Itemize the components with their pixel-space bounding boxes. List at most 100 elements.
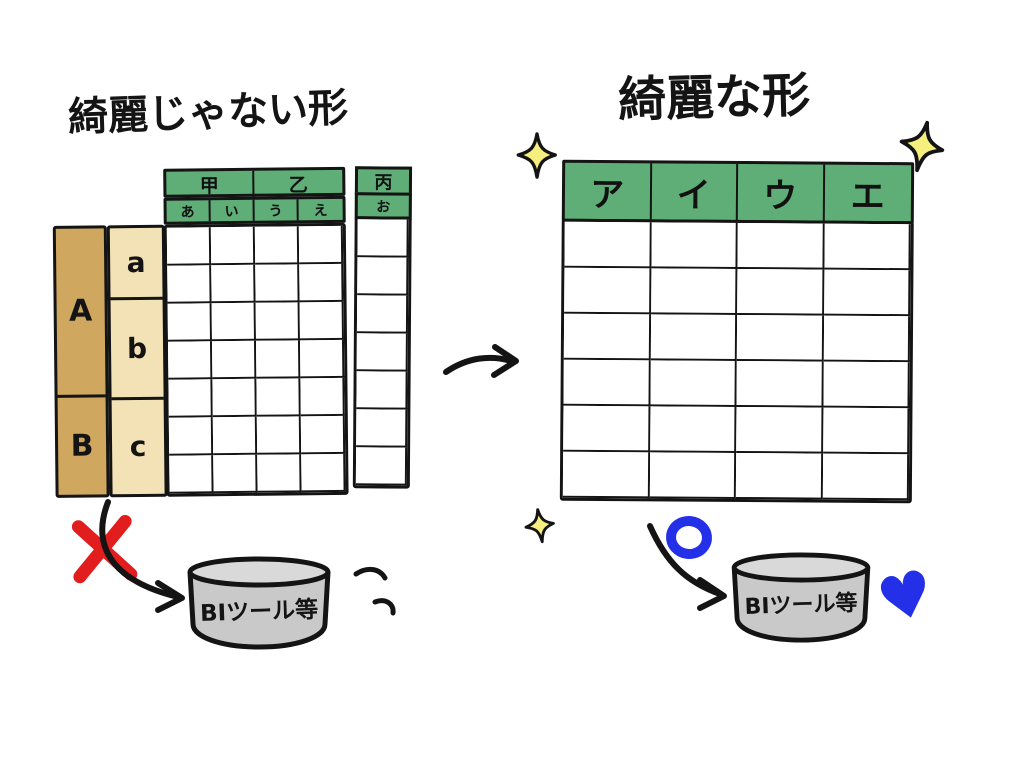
sparkle-icon (516, 132, 557, 179)
empty-cell (649, 406, 737, 453)
clean-table-body-grid (559, 218, 914, 504)
empty-cell (737, 223, 825, 270)
empty-cell (650, 222, 738, 270)
empty-cell (822, 407, 910, 455)
left-arrow-icon (99, 499, 185, 613)
clean-table-header-row: ア イ ウ エ (561, 159, 915, 225)
empty-cell (255, 302, 300, 341)
header-cell-otsu: 乙 (288, 174, 308, 197)
inner-row-label-column: a b c (106, 224, 168, 498)
empty-cell (356, 333, 408, 372)
header-cell-katakana-u: ウ (737, 164, 825, 221)
empty-cell (563, 359, 651, 407)
empty-cell (564, 267, 651, 315)
empty-cell (168, 379, 213, 418)
empty-cell (301, 453, 346, 493)
empty-cell (736, 406, 823, 454)
cylinder-icon (731, 552, 871, 643)
messy-table: 甲 乙 あ い う え A B a b c 丙 お (48, 164, 424, 520)
empty-cell (357, 257, 409, 296)
empty-cell (356, 295, 409, 334)
empty-cell (563, 405, 650, 453)
empty-cell (166, 227, 212, 266)
empty-cell (256, 416, 302, 455)
empty-cell (562, 451, 650, 499)
messy-table-top-header-row: 甲 乙 (163, 166, 346, 199)
left-cylinder-label: BIツール等 (199, 596, 319, 628)
empty-cell (211, 264, 256, 304)
row-label-A: A (55, 228, 106, 398)
empty-cell (212, 378, 257, 418)
left-title: 綺麗じゃない形 (67, 85, 349, 141)
empty-cell (298, 225, 344, 265)
transform-arrow-icon (443, 344, 519, 378)
header-cell-katakana-a: ア (564, 162, 652, 220)
empty-cell (254, 226, 300, 265)
row-label-a: a (109, 227, 163, 301)
empty-cell (563, 313, 651, 361)
header-cell-hei: 丙 (354, 166, 413, 196)
empty-cell (255, 340, 301, 379)
row-label-b: b (110, 300, 164, 400)
messy-table-sub-header-row: あ い う え (163, 195, 346, 225)
header-cell-katakana-e: エ (850, 176, 885, 217)
empty-cell (299, 263, 344, 303)
empty-cell (649, 360, 737, 407)
empty-cell (299, 301, 344, 341)
empty-cell (167, 303, 212, 342)
header-cell-i: い (210, 199, 255, 222)
messy-table-body-grid (163, 222, 349, 497)
empty-cell (650, 314, 738, 361)
empty-cell (213, 454, 258, 494)
sparkle-icon (899, 120, 945, 173)
outer-row-label-column: A B (52, 225, 110, 498)
empty-cell (300, 415, 346, 455)
empty-cell (735, 452, 823, 500)
empty-cell (168, 417, 214, 456)
empty-cell (823, 223, 911, 271)
empty-cell (823, 315, 911, 363)
heart-icon: ♥ (869, 554, 942, 639)
empty-cell (356, 409, 408, 448)
empty-cell (255, 264, 300, 303)
empty-cell (355, 447, 408, 486)
empty-cell (736, 315, 824, 362)
empty-cell (299, 339, 345, 379)
empty-cell (356, 371, 408, 410)
empty-cell (737, 269, 824, 316)
empty-cell (169, 455, 214, 494)
right-arrow-icon (647, 523, 727, 611)
empty-cell (357, 219, 409, 258)
header-cell-katakana-i: イ (651, 163, 739, 221)
header-cell-e: え (313, 202, 328, 219)
row-label-c: c (129, 430, 147, 464)
empty-cell (736, 360, 824, 408)
right-bi-tool-cylinder: BIツール等 (726, 552, 876, 644)
empty-cell (167, 341, 213, 380)
empty-cell (167, 265, 212, 304)
empty-cell (211, 302, 256, 342)
empty-cell (211, 340, 257, 380)
empty-cell (822, 453, 910, 501)
header-cell-a: あ (166, 200, 211, 222)
empty-cell (300, 377, 345, 417)
empty-cell (822, 361, 910, 409)
confusion-marks-icon (353, 566, 396, 616)
empty-cell (257, 454, 302, 493)
right-title: 綺麗な形 (617, 67, 811, 129)
left-bi-tool-cylinder: BIツール等 (183, 556, 335, 651)
detached-column-body-grid (352, 216, 412, 489)
row-label-B: B (70, 428, 94, 464)
header-cell-kou: 甲 (166, 170, 255, 199)
empty-cell (650, 268, 738, 316)
sparkle-icon (524, 508, 555, 544)
empty-cell (256, 378, 301, 417)
header-cell-u: う (254, 199, 299, 221)
empty-cell (212, 416, 258, 456)
detached-column: 丙 お (352, 166, 413, 498)
empty-cell (823, 269, 911, 317)
cylinder-icon (187, 556, 331, 650)
empty-cell (649, 452, 737, 499)
empty-cell (564, 221, 652, 269)
